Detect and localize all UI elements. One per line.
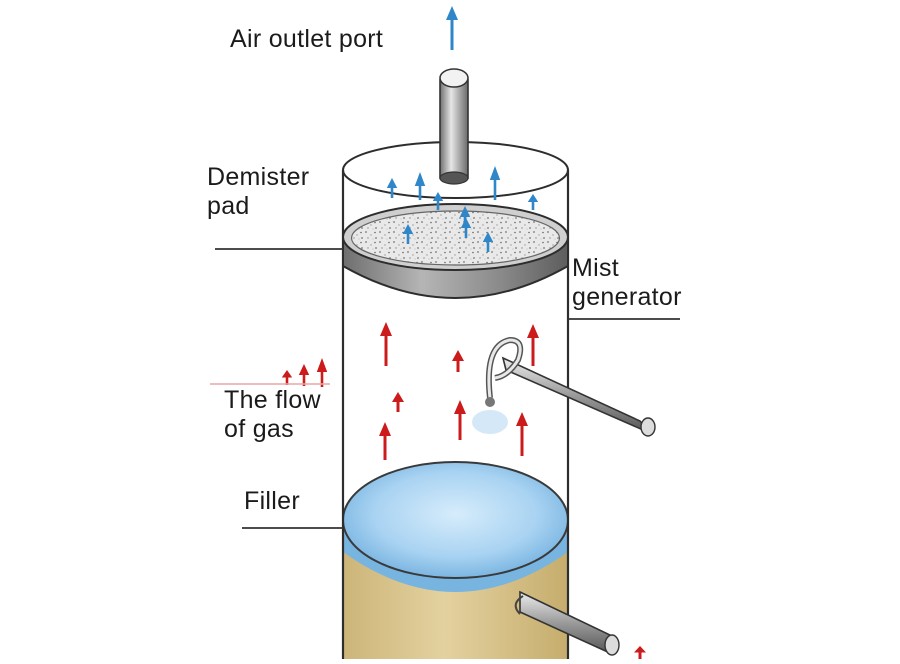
air-flow-arrows xyxy=(386,6,539,252)
air-arrow-9 xyxy=(460,218,472,238)
filler-label: Filler xyxy=(244,487,300,515)
demister-band xyxy=(342,203,569,299)
gas-arrow-6 xyxy=(379,422,391,460)
air-arrow-8 xyxy=(482,232,494,252)
gas-flow-arrows xyxy=(281,322,646,659)
gas-arrow-1 xyxy=(380,322,392,366)
air-arrow-1 xyxy=(386,178,398,198)
air-arrow-4 xyxy=(527,194,539,210)
gas-legend-arrow-3 xyxy=(316,358,328,387)
inlet-gas-arrow xyxy=(634,646,646,659)
mist-generator-pipe xyxy=(472,336,656,437)
gas-arrow-3 xyxy=(392,392,404,412)
demister-pad-label: Demister pad xyxy=(207,163,310,220)
flow-of-gas-label: The flow of gas xyxy=(224,386,321,443)
inlet-pipe xyxy=(514,590,620,656)
air-outlet-label: Air outlet port xyxy=(230,25,384,53)
outlet-air-arrow xyxy=(446,6,458,50)
gas-legend-arrow-2 xyxy=(298,364,310,386)
gas-arrow-5 xyxy=(516,412,528,456)
gas-arrow-2 xyxy=(527,324,539,366)
air-arrow-3 xyxy=(489,166,501,200)
air-arrow-2 xyxy=(414,172,426,200)
gas-legend-arrow-1 xyxy=(281,370,293,385)
air-arrow-7 xyxy=(402,224,414,244)
gas-arrow-4 xyxy=(454,400,466,440)
mist-generator-label: Mist generator xyxy=(572,254,682,311)
leader-lines xyxy=(210,248,680,529)
gas-arrow-7 xyxy=(452,350,464,372)
air-arrow-5 xyxy=(432,192,444,210)
air-outlet-pipe xyxy=(439,68,469,185)
